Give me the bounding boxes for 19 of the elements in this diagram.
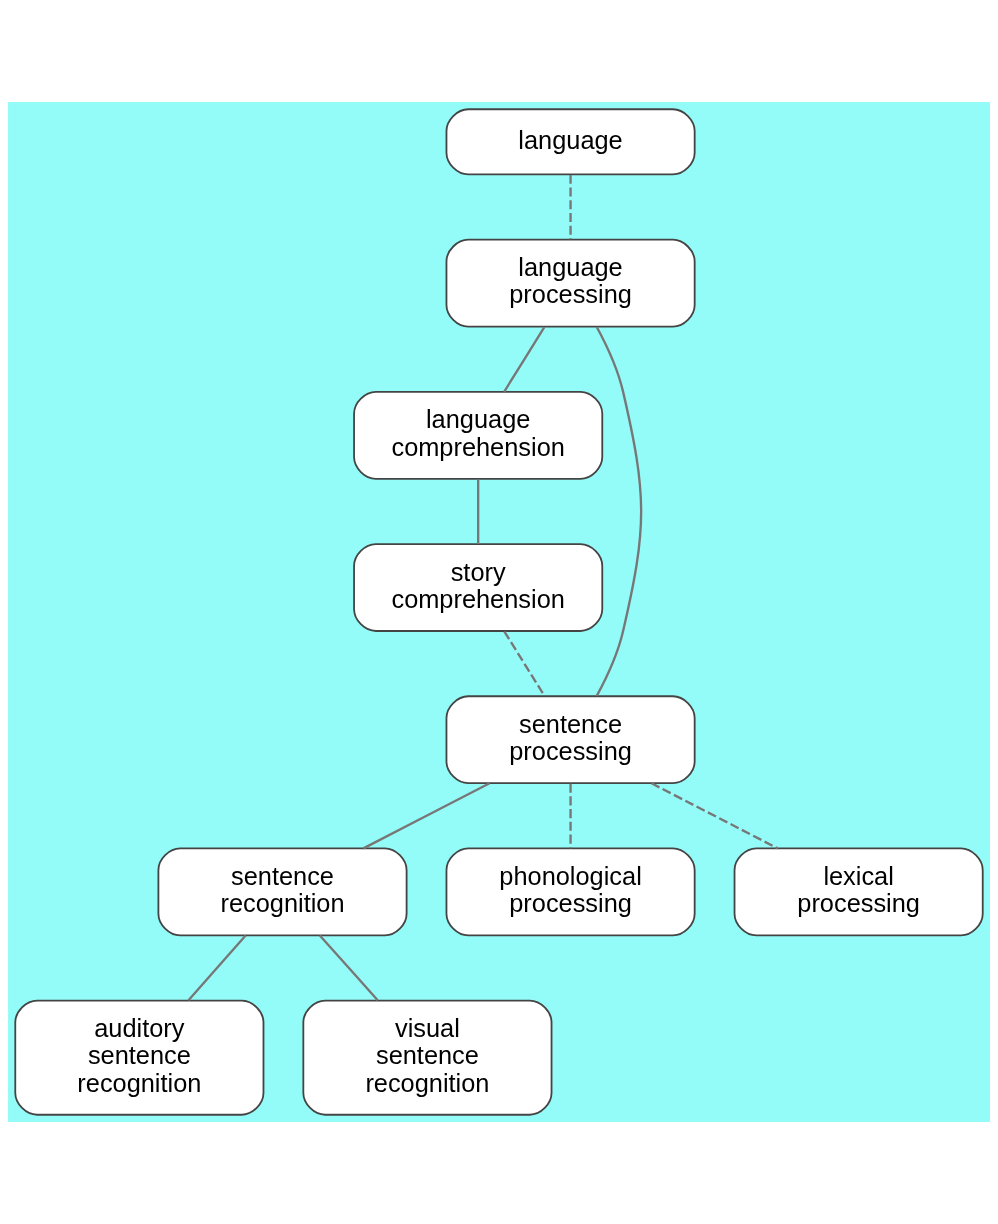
node-box: auditory sentence recognition xyxy=(14,999,265,1116)
node-box: language xyxy=(445,108,696,176)
node-box: lexical processing xyxy=(733,847,984,937)
node-box: phonological processing xyxy=(445,847,696,937)
node-box: language processing xyxy=(445,238,696,328)
connector xyxy=(187,934,247,1001)
node-box: sentence recognition xyxy=(157,847,408,937)
connector xyxy=(569,174,572,240)
connector xyxy=(503,326,546,393)
connector xyxy=(595,326,643,697)
connector xyxy=(362,782,491,850)
connector xyxy=(477,479,480,544)
node-box: story comprehension xyxy=(353,543,604,632)
connector xyxy=(569,783,572,849)
node-box: visual sentence recognition xyxy=(302,999,553,1116)
connector xyxy=(651,782,779,850)
node-box: sentence processing xyxy=(445,695,696,785)
connector xyxy=(318,934,379,1001)
node-box: language comprehension xyxy=(353,390,604,480)
